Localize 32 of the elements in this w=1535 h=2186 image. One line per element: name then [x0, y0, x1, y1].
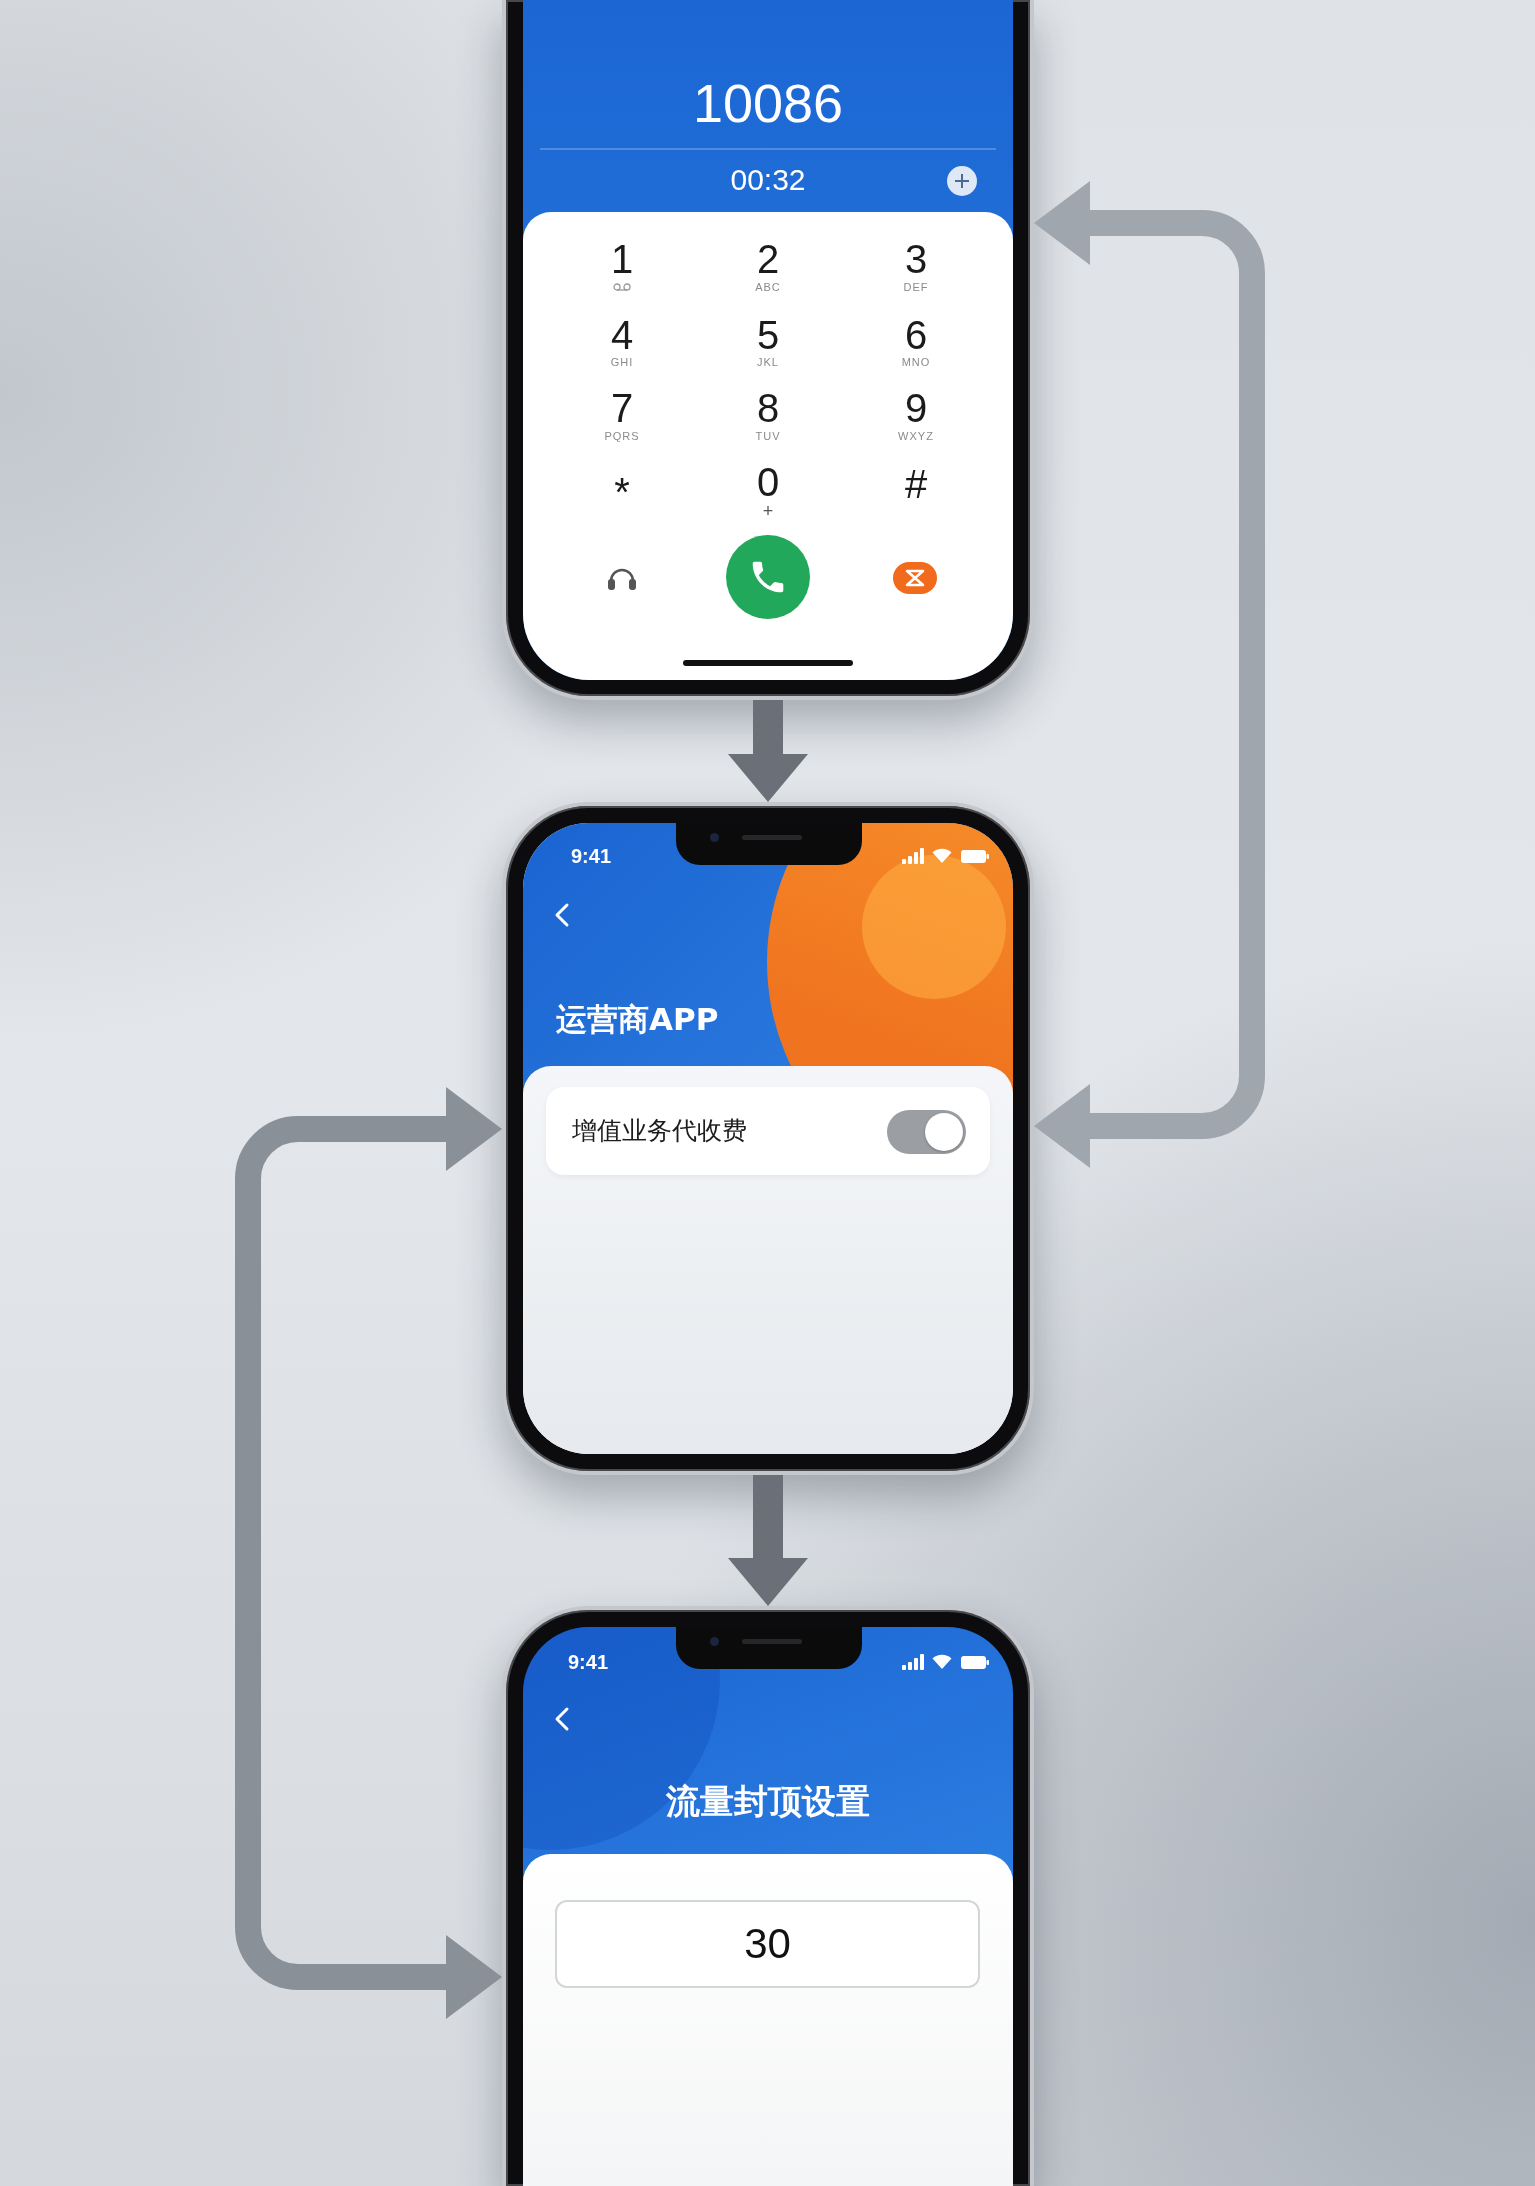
page-title: 流量封顶设置 [666, 1781, 870, 1821]
arrow [728, 700, 808, 802]
arrow [1034, 181, 1265, 1168]
keypad-letters: PQRS [604, 429, 640, 443]
phone-number: 10086 [692, 72, 844, 134]
setting-label: 增值业务代收费 [572, 1117, 747, 1145]
status-time: 9:41 [568, 1650, 608, 1674]
keypad-letters: TUV [755, 429, 781, 443]
keypad-letters: GHI [610, 355, 634, 369]
keypad-digit: 5 [756, 312, 780, 358]
app-title: 运营商APP [556, 1001, 719, 1037]
keypad-digit: 1 [610, 236, 634, 282]
keypad-digit: # [904, 461, 928, 507]
keypad-digit: 8 [756, 385, 780, 431]
keypad-digit: 6 [904, 312, 928, 358]
keypad-letters: MNO [901, 355, 931, 369]
keypad-digit: 3 [904, 236, 928, 282]
keypad-letters: WXYZ [898, 429, 934, 443]
keypad-digit: * [614, 469, 630, 515]
call-timer: 00:32 [730, 163, 806, 197]
arrow [235, 1087, 502, 2019]
keypad-digit: 4 [610, 312, 634, 358]
keypad-letters: ABC [755, 280, 781, 294]
status-time: 9:41 [571, 844, 611, 868]
keypad-letters: DEF [903, 280, 929, 294]
keypad-digit: 9 [904, 385, 928, 431]
settings-card [546, 1087, 990, 1175]
keypad-letters: JKL [757, 355, 779, 369]
keypad-digit: 2 [756, 236, 780, 282]
keypad-digit: 7 [610, 385, 634, 431]
input-field: 30 [555, 1900, 980, 1988]
arrow [728, 1475, 808, 1606]
